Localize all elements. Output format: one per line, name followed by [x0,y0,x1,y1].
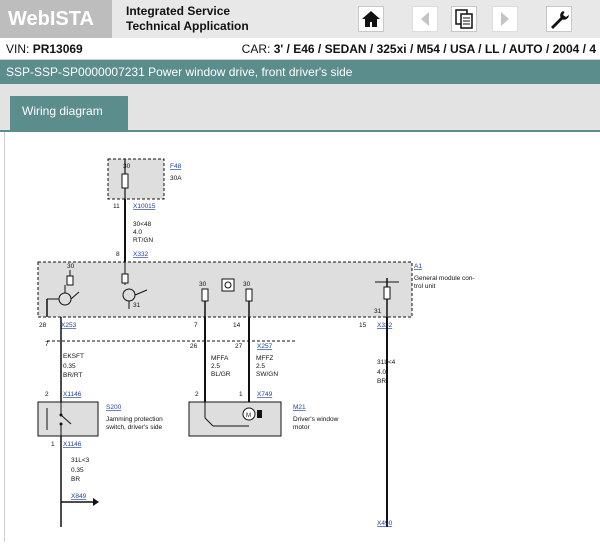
car-value: 3' / E46 / SEDAN / 325xi / M54 / USA / L… [273,42,596,56]
forward-icon [501,12,509,26]
motor-symbol-label: M [246,413,251,419]
app-title: Integrated Service Technical Application [126,4,249,34]
forward-button[interactable] [492,6,518,32]
back-icon [421,12,429,26]
wrench-icon [551,11,569,29]
wire-mid-color-a: BL/GR [211,371,231,378]
tab-wiring-diagram[interactable]: Wiring diagram [10,96,128,132]
wire-mid-connector[interactable]: X257 [257,343,273,350]
tab-strip: Wiring diagram [0,84,600,132]
documents-button[interactable] [451,6,477,32]
back-button[interactable] [412,6,438,32]
module-id-link[interactable]: A1 [414,263,422,270]
module-pin-7: 7 [194,322,198,329]
app-logo: WebISTA [0,0,112,38]
feed-wire-line2: 4.0 [133,229,142,236]
home-button[interactable] [358,6,384,32]
wire-left-pin-top: 7 [45,341,49,348]
wire-right-gauge: 4.0 [377,369,386,376]
wire-mid-name-b: MFFZ [256,355,273,362]
switch-pin-out: 1 [51,441,55,448]
fuse-rating: 30A [170,175,182,182]
module-pin-31-left: 31 [133,302,141,309]
motor-desc-line1: Driver's window [293,416,339,423]
module-pin-in: 8 [116,251,120,258]
car-label: CAR: [241,42,271,56]
wire-mid-pin-b: 27 [235,343,243,350]
app-title-line2: Technical Application [126,19,249,33]
vin-display: VIN: PR13069 [6,38,83,60]
feed-wire-line3: RT/GN [133,237,153,244]
switch-connector-out[interactable]: X1146 [63,441,82,448]
header: WebISTA Integrated Service Technical App… [0,0,600,38]
switch-desc-line1: Jamming protection [106,416,163,423]
module-pin-28: 28 [39,322,47,329]
wire-mid-pin-c: 2 [195,391,199,398]
module-pin-30-left: 30 [67,263,75,270]
wire-mid-pin-d: 1 [239,391,243,398]
app-title-line1: Integrated Service [126,4,231,18]
motor-connector-link[interactable]: X749 [257,391,273,398]
wire-left-pin-bottom: 2 [45,391,49,398]
car-display: CAR: 3' / E46 / SEDAN / 325xi / M54 / US… [242,38,596,60]
motor-desc-line2: motor [293,424,310,431]
wire-left-name: EKSFT [63,353,84,360]
wire-bottom-color: BR [71,476,80,483]
fuse-pin-top: 30 [123,163,131,170]
wire-mid-gauge-a: 2.5 [211,363,220,370]
vin-label: VIN: [6,42,30,56]
documents-icon [455,9,473,29]
module-pin-14: 14 [233,322,241,329]
wiring-diagram-area: 30 F48 30A 11 X10015 30<48 4.0 RT/GN 8 X… [4,132,599,542]
feed-wire-line1: 30<48 [133,221,152,228]
wire-left-gauge: 0.35 [63,363,76,370]
wire-mid-name-a: MFFA [211,355,229,362]
wire-right-name: 31L<4 [377,359,396,366]
wire-bottom-name: 31L<3 [71,457,90,464]
fuse-connector-link[interactable]: X10015 [133,203,156,210]
wire-left-color: BR/RT [63,372,82,379]
tools-button[interactable] [546,6,572,32]
wire-mid-pin-a: 26 [190,343,198,350]
wire-mid-color-b: SW/GN [256,371,278,378]
module-desc-line2: trol unit [414,283,436,290]
wire-left-connector[interactable]: X1146 [63,391,82,398]
ground-x490-link[interactable]: X490 [377,520,393,527]
module-pin-28-connector[interactable]: X253 [61,322,77,329]
document-title: SSP-SSP-SP0000007231 Power window drive,… [0,60,600,84]
module-pin-15: 15 [359,322,367,329]
module-pin-15-connector[interactable]: X332 [377,322,393,329]
tab-underline [0,130,600,132]
content-panel: Wiring diagram 30 F48 30A 11 X10015 [0,84,600,542]
wire-bottom-gauge: 0.35 [71,467,84,474]
motor-id-link[interactable]: M21 [293,404,306,411]
home-icon [362,11,380,27]
vehicle-info-bar: VIN: PR13069 CAR: 3' / E46 / SEDAN / 325… [0,38,600,60]
fuse-pin-bottom: 11 [113,203,120,210]
wire-right-color: BR [377,378,386,385]
wiring-diagram: 30 F48 30A 11 X10015 30<48 4.0 RT/GN 8 X… [37,158,475,527]
switch-id-link[interactable]: S200 [106,404,122,411]
switch-desc-line2: switch, driver's side [106,424,163,431]
module-pin-30-mid2: 30 [243,281,251,288]
module-desc-line1: General module con- [414,275,475,282]
fuse-id-link[interactable]: F48 [170,163,182,170]
module-pin-30-mid: 30 [199,281,207,288]
module-pin-31-right: 31 [374,308,382,315]
ground-x849-link[interactable]: X849 [71,493,87,500]
module-pin-in-connector[interactable]: X332 [133,251,149,258]
vin-value: PR13069 [32,42,83,56]
wire-mid-gauge-b: 2.5 [256,363,265,370]
